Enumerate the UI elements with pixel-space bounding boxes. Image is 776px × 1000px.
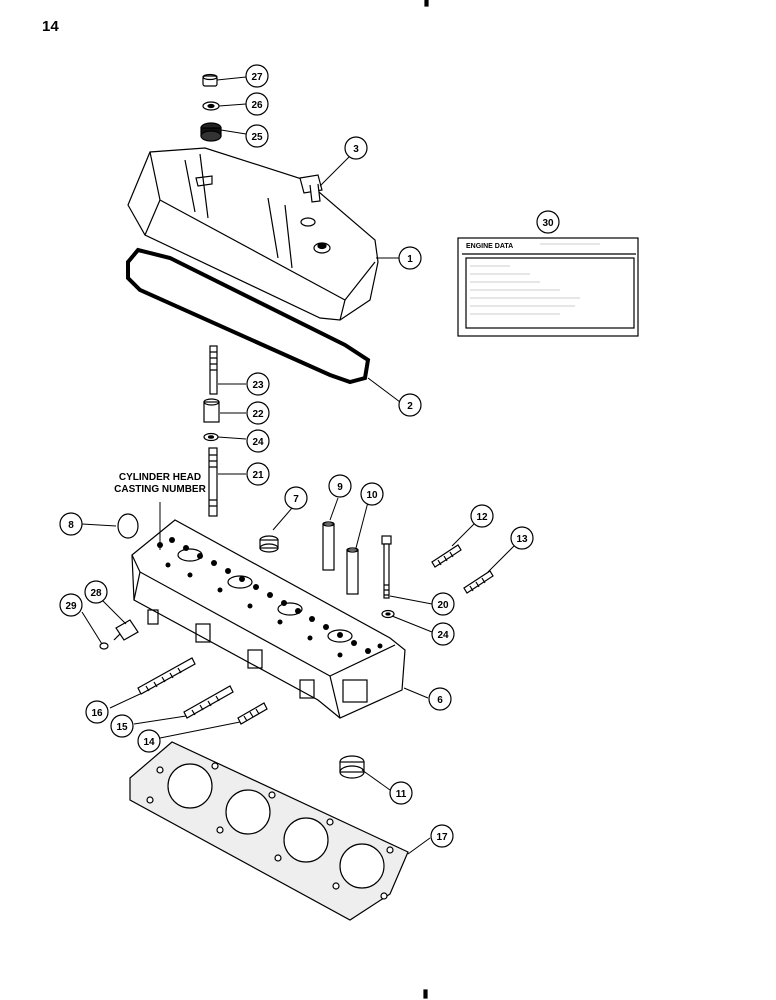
callout-29: 29 bbox=[59, 593, 83, 617]
stud-12-part bbox=[431, 544, 462, 568]
callout-17: 17 bbox=[430, 824, 454, 848]
washer-24-lower-part bbox=[381, 609, 395, 619]
expansion-plug-part bbox=[117, 513, 139, 539]
callout-23: 23 bbox=[246, 372, 270, 396]
svg-text:3: 3 bbox=[353, 144, 359, 155]
stud-15-part bbox=[183, 685, 234, 719]
svg-text:17: 17 bbox=[436, 832, 448, 843]
svg-text:8: 8 bbox=[68, 520, 74, 531]
callout-11: 11 bbox=[389, 781, 413, 805]
temperature-sender-part bbox=[113, 619, 139, 641]
stud-14-part bbox=[237, 702, 268, 725]
bottom-marker bbox=[423, 989, 428, 999]
svg-text:15: 15 bbox=[116, 722, 128, 733]
svg-text:11: 11 bbox=[396, 789, 407, 800]
stud-23-part bbox=[209, 345, 218, 395]
callout-24-lower: 24 bbox=[431, 622, 455, 646]
callout-7: 7 bbox=[284, 486, 308, 510]
cap-nut-part bbox=[202, 73, 218, 87]
callout-16: 16 bbox=[85, 700, 109, 724]
engine-data-title: ENGINE DATA bbox=[466, 243, 513, 250]
callout-25: 25 bbox=[245, 124, 269, 148]
casting-label-line2: CASTING NUMBER bbox=[114, 484, 206, 495]
svg-text:24: 24 bbox=[437, 630, 449, 641]
callouts: 27 26 25 3 30 1 2 23 22 24 21 7 9 10 8 1… bbox=[59, 64, 560, 848]
washer-part bbox=[202, 101, 220, 111]
svg-text:9: 9 bbox=[337, 482, 343, 493]
cylinder-head-casting-label: CYLINDER HEAD CASTING NUMBER bbox=[92, 472, 228, 496]
page-number: 14 bbox=[42, 18, 59, 35]
spacer-part bbox=[203, 398, 220, 423]
valve-guide-10-part bbox=[346, 547, 359, 595]
svg-text:24: 24 bbox=[252, 437, 264, 448]
svg-text:16: 16 bbox=[91, 708, 103, 719]
callout-28: 28 bbox=[84, 580, 108, 604]
callout-22: 22 bbox=[246, 401, 270, 425]
svg-text:14: 14 bbox=[143, 737, 155, 748]
svg-text:25: 25 bbox=[251, 132, 263, 143]
valve-cover-part bbox=[127, 147, 379, 321]
top-marker bbox=[424, 0, 429, 7]
callout-12: 12 bbox=[470, 504, 494, 528]
callout-30: 30 bbox=[536, 210, 560, 234]
cylinder-head-part bbox=[131, 519, 406, 719]
svg-text:23: 23 bbox=[252, 380, 264, 391]
callout-21: 21 bbox=[246, 462, 270, 486]
callout-6: 6 bbox=[428, 687, 452, 711]
callout-26: 26 bbox=[245, 92, 269, 116]
callout-13: 13 bbox=[510, 526, 534, 550]
head-gasket-part bbox=[129, 741, 409, 921]
svg-text:10: 10 bbox=[366, 490, 378, 501]
head-bolt-part bbox=[381, 535, 392, 599]
callout-10: 10 bbox=[360, 482, 384, 506]
engine-data-plate-part bbox=[457, 237, 639, 337]
callout-15: 15 bbox=[110, 714, 134, 738]
valve-cover-gasket-part bbox=[126, 247, 371, 385]
svg-text:7: 7 bbox=[293, 494, 299, 505]
callout-1: 1 bbox=[398, 246, 422, 270]
seal-ring-part bbox=[339, 755, 365, 779]
valve-guide-9-part bbox=[322, 521, 335, 571]
washer-24-upper-part bbox=[203, 432, 219, 442]
svg-text:30: 30 bbox=[542, 218, 554, 229]
svg-text:13: 13 bbox=[516, 534, 528, 545]
svg-text:1: 1 bbox=[407, 254, 413, 265]
svg-text:21: 21 bbox=[252, 470, 264, 481]
callout-9: 9 bbox=[328, 474, 352, 498]
stud-16-part bbox=[137, 657, 196, 695]
svg-text:27: 27 bbox=[251, 72, 263, 83]
callout-8: 8 bbox=[59, 512, 83, 536]
svg-text:2: 2 bbox=[407, 401, 413, 412]
stud-21-part bbox=[208, 447, 218, 517]
stud-13-part bbox=[463, 570, 494, 594]
sender-nut-part bbox=[99, 642, 109, 650]
svg-text:26: 26 bbox=[251, 100, 263, 111]
svg-text:22: 22 bbox=[252, 409, 264, 420]
valve-seat-part bbox=[259, 535, 279, 553]
svg-text:29: 29 bbox=[65, 601, 77, 612]
svg-text:20: 20 bbox=[437, 600, 449, 611]
leader-lines bbox=[81, 76, 515, 855]
grommet-part bbox=[200, 122, 222, 142]
callout-2: 2 bbox=[398, 393, 422, 417]
callout-27: 27 bbox=[245, 64, 269, 88]
breather-tee-part bbox=[299, 174, 323, 203]
callout-3: 3 bbox=[344, 136, 368, 160]
svg-text:6: 6 bbox=[437, 695, 443, 706]
casting-label-line1: CYLINDER HEAD bbox=[118, 472, 202, 483]
svg-text:28: 28 bbox=[90, 588, 102, 599]
svg-text:12: 12 bbox=[476, 512, 488, 523]
callout-20: 20 bbox=[431, 592, 455, 616]
callout-24-upper: 24 bbox=[246, 429, 270, 453]
callout-14: 14 bbox=[137, 729, 161, 753]
